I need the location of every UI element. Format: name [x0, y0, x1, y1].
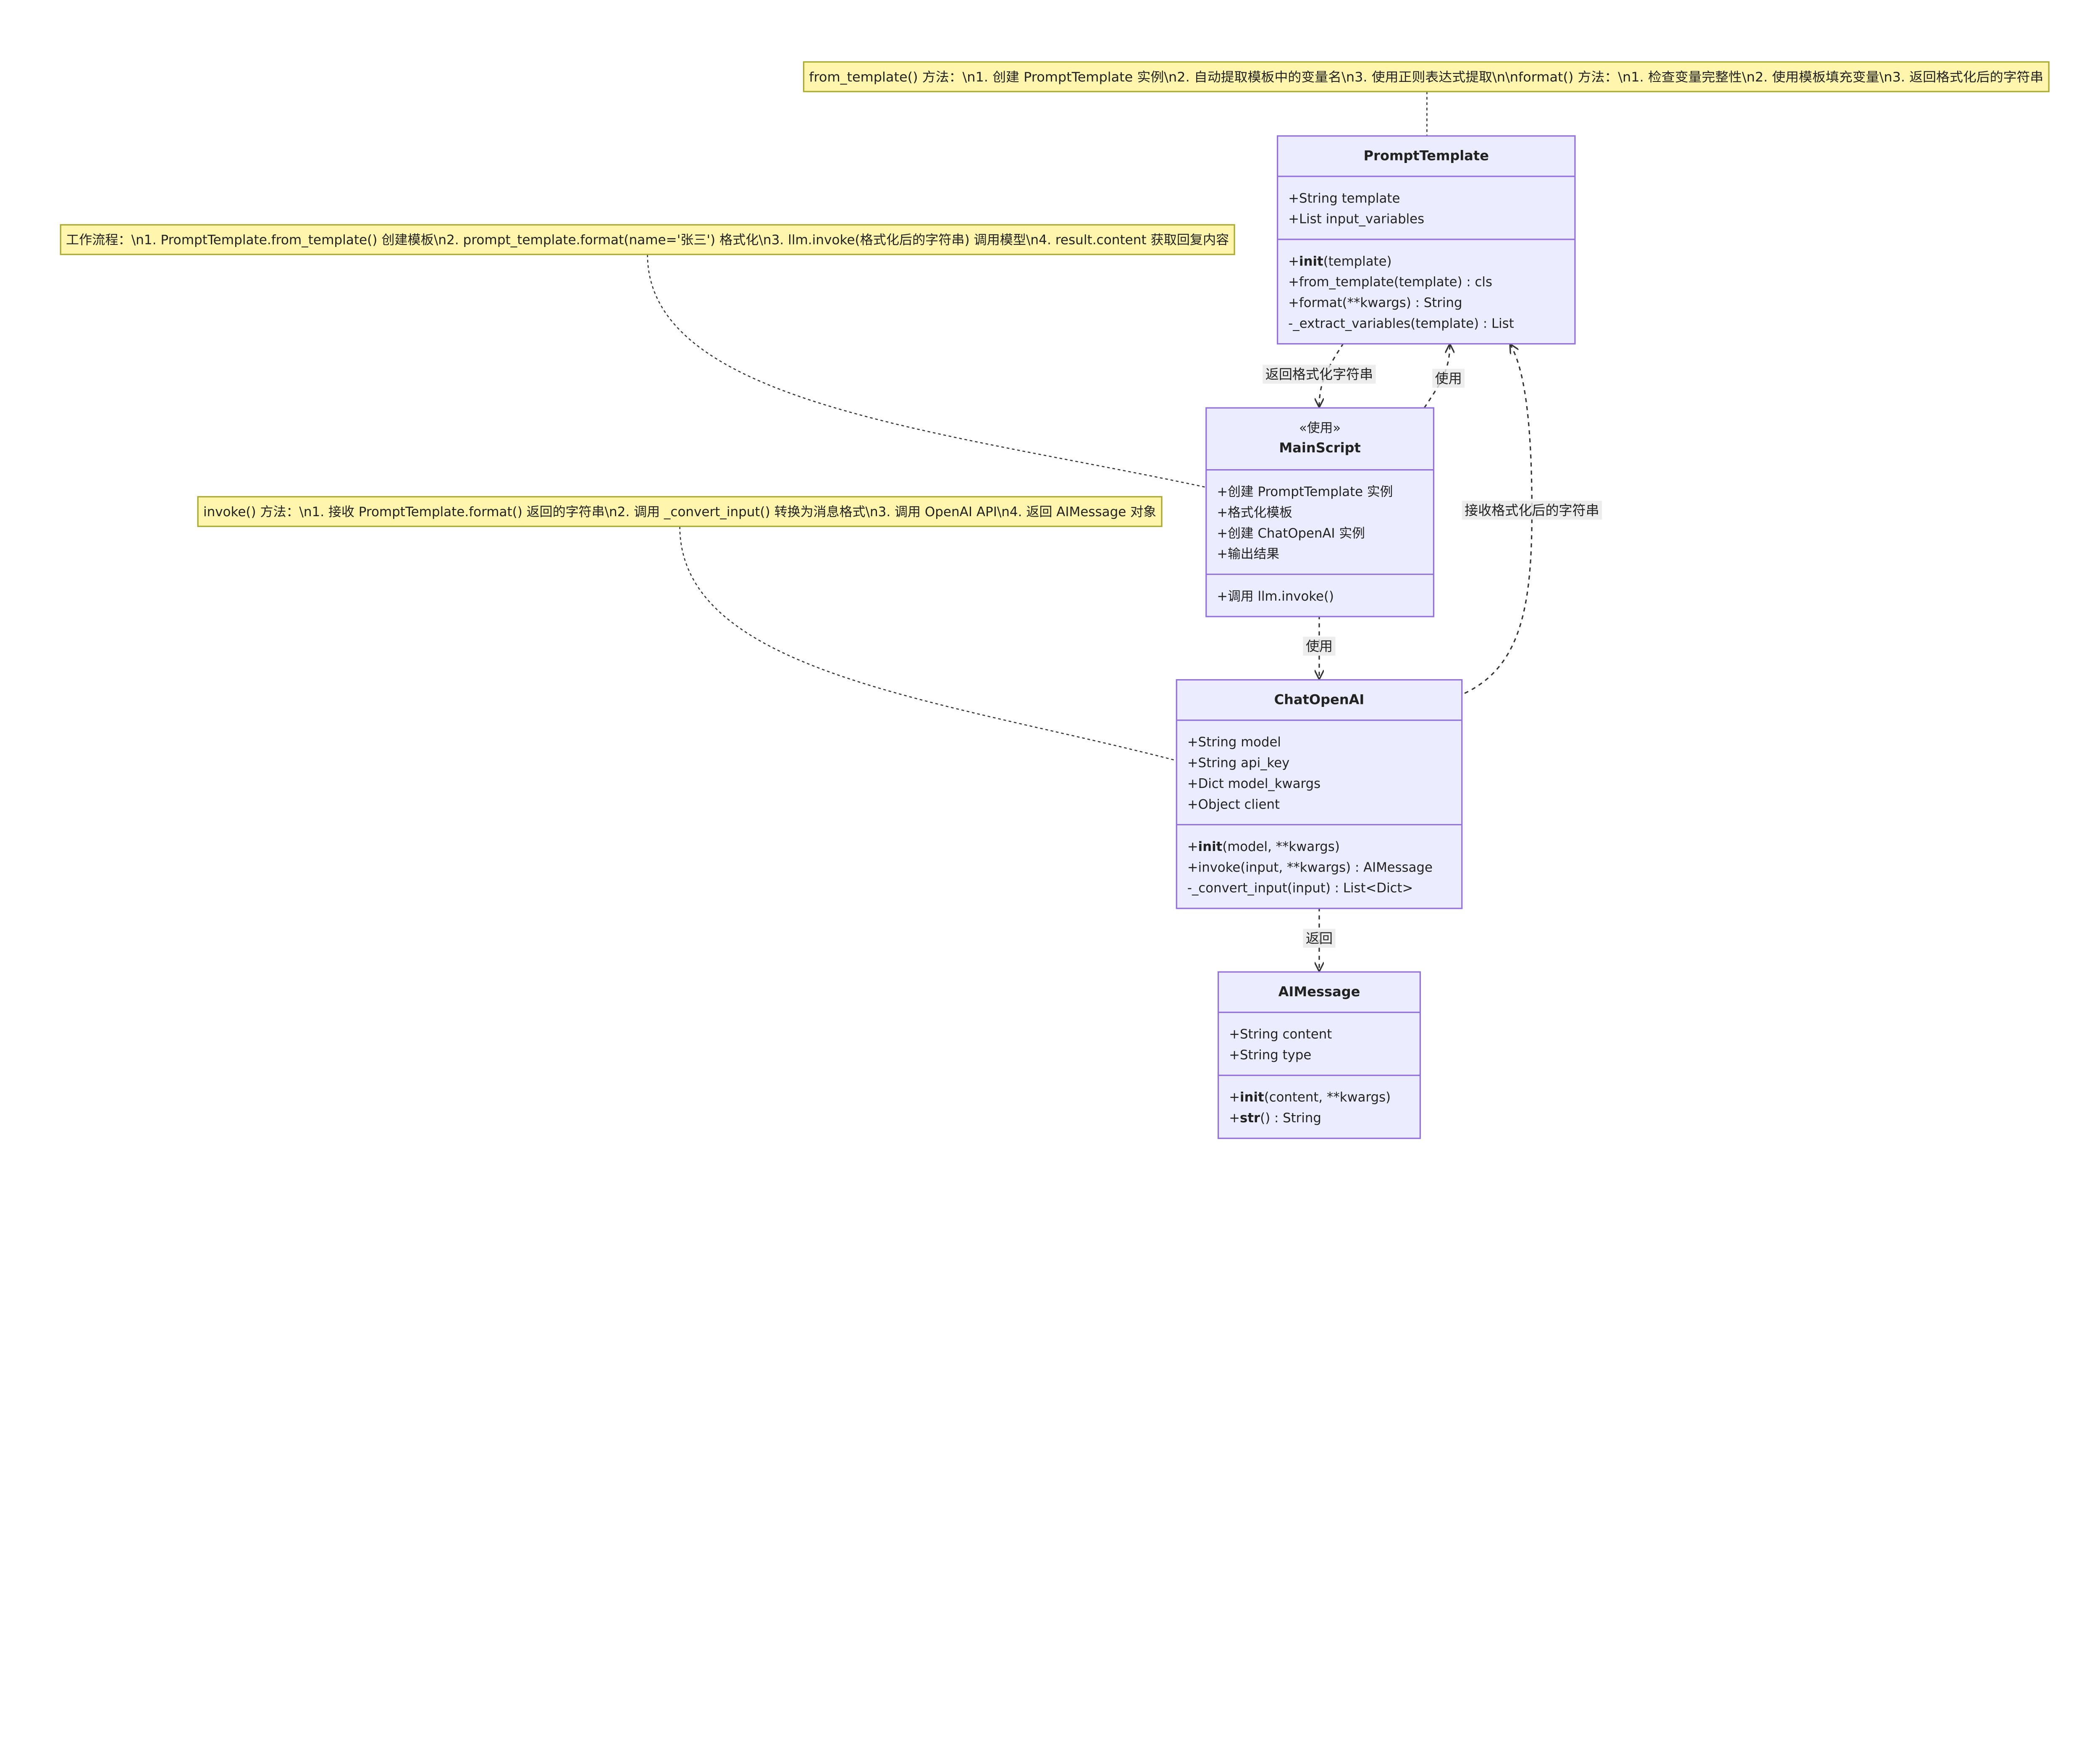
class-method: +format(**kwargs) : String	[1288, 295, 1462, 310]
note-box	[197, 496, 1163, 527]
edge-label: 使用	[1435, 370, 1462, 386]
method-pre: -_extract_variables(template) : List	[1288, 316, 1514, 331]
method-bold: init	[1198, 839, 1223, 854]
edge-label-bg	[1263, 365, 1376, 384]
class-method: -_extract_variables(template) : List	[1288, 316, 1514, 331]
note-chatopenai: invoke() 方法：\n1. 接收 PromptTemplate.forma…	[197, 496, 1163, 527]
class-method: +init(content, **kwargs)	[1229, 1090, 1391, 1105]
method-bold: init	[1240, 1090, 1264, 1105]
class-box	[1176, 679, 1463, 909]
method-pre: +	[1187, 839, 1198, 854]
class-method: +invoke(input, **kwargs) : AIMessage	[1187, 860, 1433, 875]
class-attribute: +格式化模板	[1217, 505, 1292, 520]
class-stereotype: «使用»	[1299, 420, 1341, 436]
note-mainscript: 工作流程：\n1. PromptTemplate.from_template()…	[60, 224, 1235, 255]
method-post: () : String	[1260, 1111, 1321, 1126]
method-pre: +	[1229, 1090, 1240, 1105]
method-pre: +from_template(template) : cls	[1288, 275, 1492, 290]
edge-main-to-pt	[1423, 345, 1450, 409]
note-box	[60, 224, 1235, 255]
class-attribute: +输出结果	[1217, 546, 1279, 562]
class-diagram: from_template() 方法：\n1. 创建 PromptTemplat…	[60, 61, 2050, 1139]
class-attribute: +List input_variables	[1288, 212, 1424, 227]
class-name: AIMessage	[1278, 984, 1360, 1000]
class-attribute: +Dict model_kwargs	[1187, 776, 1320, 791]
class-attribute: +String content	[1229, 1027, 1332, 1042]
edge-label: 使用	[1306, 638, 1333, 654]
class-attribute: +String type	[1229, 1048, 1311, 1063]
note-text: 工作流程：\n1. PromptTemplate.from_template()…	[66, 233, 1229, 248]
class-attribute: +创建 PromptTemplate 实例	[1217, 484, 1393, 499]
note-box	[803, 61, 2050, 92]
class-name: PromptTemplate	[1364, 147, 1489, 163]
note-text: from_template() 方法：\n1. 创建 PromptTemplat…	[809, 70, 2043, 85]
method-post: (template)	[1323, 254, 1392, 269]
note-text: invoke() 方法：\n1. 接收 PromptTemplate.forma…	[203, 504, 1156, 520]
class-box	[1205, 407, 1435, 617]
method-pre: +format(**kwargs) : String	[1288, 295, 1462, 310]
class-method: +调用 llm.invoke()	[1217, 589, 1334, 604]
edge-label: 返回格式化字符串	[1265, 366, 1373, 382]
class-attribute: +创建 ChatOpenAI 实例	[1217, 526, 1365, 541]
class-name: MainScript	[1279, 440, 1360, 456]
class-method: +str() : String	[1229, 1111, 1321, 1126]
link-note-chatopenai	[679, 526, 1177, 761]
class-method: +init(model, **kwargs)	[1187, 839, 1340, 854]
edge-label: 接收格式化后的字符串	[1465, 502, 1599, 518]
method-bold: init	[1299, 254, 1323, 269]
class-aimessage[interactable]: AIMessage +String content +String type +ini…	[1218, 971, 1421, 1139]
class-attribute: +String model	[1187, 735, 1281, 750]
edge-label-bg	[1462, 501, 1602, 520]
method-bold: str	[1240, 1111, 1260, 1126]
method-pre: +	[1288, 254, 1299, 269]
edge-label-bg	[1432, 369, 1465, 388]
class-method: +init(template)	[1288, 254, 1391, 269]
class-mainscript[interactable]: «使用» MainScript +创建 PromptTemplate 实例 +格式化模…	[1205, 407, 1435, 617]
method-pre: +调用 llm.invoke()	[1217, 589, 1334, 604]
edge-label: 返回	[1306, 930, 1333, 946]
class-method: -_convert_input(input) : List<Dict>	[1187, 881, 1413, 896]
method-pre: -_convert_input(input) : List<Dict>	[1187, 881, 1413, 896]
method-pre: +	[1229, 1111, 1240, 1126]
class-box	[1218, 971, 1421, 1139]
class-attribute: +Object client	[1187, 797, 1280, 812]
class-attribute: +String api_key	[1187, 756, 1289, 771]
class-name: ChatOpenAI	[1274, 691, 1365, 707]
note-prompttemplate: from_template() 方法：\n1. 创建 PromptTemplat…	[803, 61, 2050, 92]
class-attribute: +String template	[1288, 191, 1400, 206]
class-method: +from_template(template) : cls	[1288, 275, 1492, 290]
class-prompttemplate[interactable]: PromptTemplate +String template +List inpu…	[1277, 135, 1576, 345]
method-pre: +invoke(input, **kwargs) : AIMessage	[1187, 860, 1433, 875]
edge-pt-to-main	[1319, 343, 1344, 407]
method-post: (content, **kwargs)	[1264, 1090, 1391, 1105]
link-note-mainscript	[647, 254, 1207, 488]
class-chatopenai[interactable]: ChatOpenAI +String model +String api_key +D…	[1176, 679, 1463, 909]
edge-label-bg	[1303, 637, 1336, 656]
method-post: (model, **kwargs)	[1222, 839, 1339, 854]
edge-label-bg	[1303, 929, 1336, 948]
